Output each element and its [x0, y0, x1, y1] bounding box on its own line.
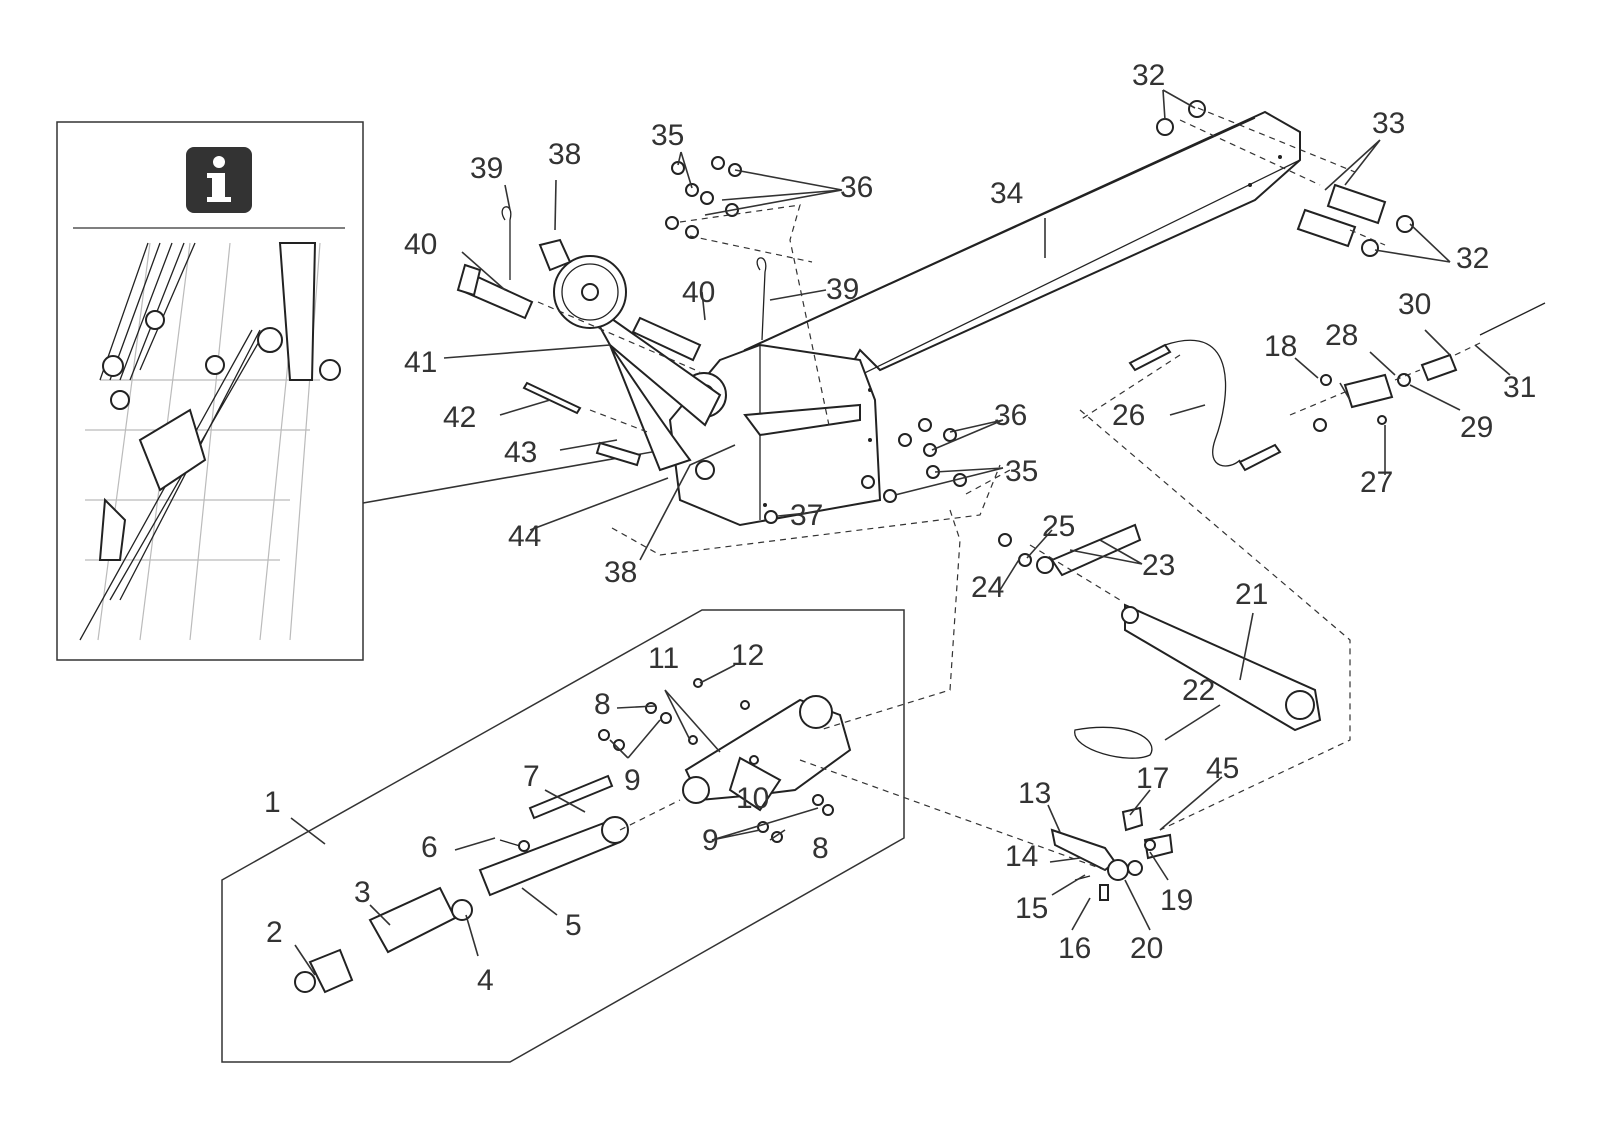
callout-15: 15 — [1015, 892, 1048, 925]
callout-35a: 35 — [651, 119, 684, 152]
callout-41: 41 — [404, 346, 437, 379]
callout-40a: 40 — [404, 228, 437, 261]
callout-labels: 1 2 3 4 5 6 7 8 8 9 9 10 11 12 13 14 15 … — [264, 59, 1536, 997]
callout-3: 3 — [354, 876, 371, 909]
callout-10: 10 — [736, 782, 769, 815]
callout-37: 37 — [790, 499, 823, 532]
callout-42: 42 — [443, 401, 476, 434]
callout-14: 14 — [1005, 840, 1038, 873]
cable-assembly — [1128, 302, 1546, 472]
callout-32a: 32 — [1132, 59, 1165, 92]
callout-9b: 9 — [702, 824, 719, 857]
callout-17: 17 — [1136, 762, 1169, 795]
callout-40b: 40 — [682, 276, 715, 309]
callout-39a: 39 — [470, 152, 503, 185]
handle-assembly — [1050, 806, 1174, 901]
callout-38a: 38 — [548, 138, 581, 171]
callout-34: 34 — [990, 177, 1023, 210]
callout-7: 7 — [523, 760, 540, 793]
callout-5: 5 — [565, 909, 582, 942]
callout-39b: 39 — [826, 273, 859, 306]
callout-36b: 36 — [994, 399, 1027, 432]
callout-28: 28 — [1325, 319, 1358, 352]
callout-8a: 8 — [594, 688, 611, 721]
callout-25: 25 — [1042, 510, 1075, 543]
lever-assembly — [998, 523, 1322, 759]
callout-29: 29 — [1460, 411, 1493, 444]
callout-20: 20 — [1130, 932, 1163, 965]
callout-4: 4 — [477, 964, 494, 997]
callout-2: 2 — [266, 916, 283, 949]
callout-44: 44 — [508, 520, 541, 553]
callout-36a: 36 — [840, 171, 873, 204]
callout-9a: 9 — [624, 764, 641, 797]
callout-13: 13 — [1018, 777, 1051, 810]
callout-8b: 8 — [812, 832, 829, 865]
callout-23: 23 — [1142, 549, 1175, 582]
pulley-arm — [553, 255, 861, 472]
callout-33: 33 — [1372, 107, 1405, 140]
callout-1: 1 — [264, 786, 281, 819]
callout-32b: 32 — [1456, 242, 1489, 275]
sub-assembly-1 — [221, 609, 905, 1063]
callout-31: 31 — [1503, 371, 1536, 404]
fasteners — [456, 100, 1414, 524]
callout-22: 22 — [1182, 674, 1215, 707]
main-beam — [668, 110, 1301, 527]
callout-24: 24 — [971, 571, 1004, 604]
callout-12: 12 — [731, 639, 764, 672]
callout-26: 26 — [1112, 399, 1145, 432]
callout-18: 18 — [1264, 330, 1297, 363]
callout-6: 6 — [421, 831, 438, 864]
callout-45: 45 — [1206, 752, 1239, 785]
callout-19: 19 — [1160, 884, 1193, 917]
callout-30: 30 — [1398, 288, 1431, 321]
callout-21: 21 — [1235, 578, 1268, 611]
callout-16: 16 — [1058, 932, 1091, 965]
callout-35b: 35 — [1005, 455, 1038, 488]
callout-27: 27 — [1360, 466, 1393, 499]
callout-38b: 38 — [604, 556, 637, 589]
callout-43: 43 — [504, 436, 537, 469]
leader-lines — [290, 89, 1511, 976]
callout-11: 11 — [648, 642, 679, 675]
info-icon — [186, 147, 252, 213]
detail-inset — [56, 121, 364, 661]
